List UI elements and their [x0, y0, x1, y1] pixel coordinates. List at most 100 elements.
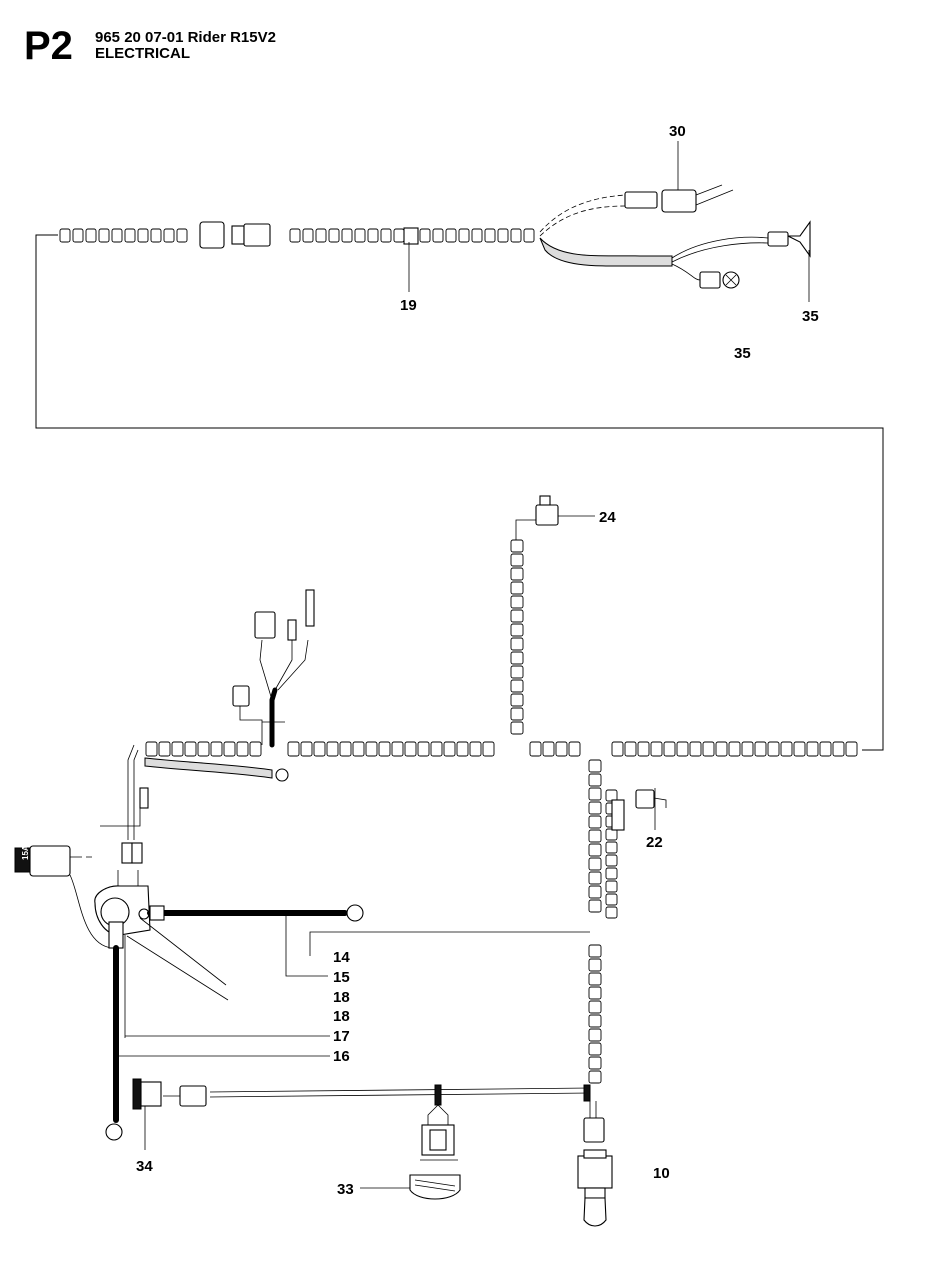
- sleeve-segment: [380, 228, 392, 243]
- part-24-switch: [535, 504, 559, 526]
- callout-15: 15: [333, 969, 350, 986]
- sleeve-segment: [430, 741, 443, 757]
- relay-housing: [29, 845, 71, 877]
- sleeve-segment: [365, 741, 378, 757]
- callout-10: 10: [653, 1165, 670, 1182]
- sleeve-segment: [419, 228, 431, 243]
- part-22-switch: [635, 789, 655, 809]
- part-34-indicator-bezel: [132, 1078, 142, 1110]
- upper-harness-sleeve-left: [59, 228, 188, 243]
- routing-line: [35, 234, 884, 751]
- callout-17: 17: [333, 1028, 350, 1045]
- sleeve-segment: [326, 741, 339, 757]
- sleeve-segment: [469, 741, 482, 757]
- sleeve-segment: [588, 843, 602, 857]
- model-title: 965 20 07-01 Rider R15V2: [95, 29, 276, 46]
- sleeve-segment: [588, 1056, 602, 1070]
- sleeve-segment: [588, 1014, 602, 1028]
- callout-34: 34: [136, 1158, 153, 1175]
- branch-connector-a: [254, 611, 276, 639]
- sleeve-segment: [605, 906, 618, 919]
- sleeve-segment: [555, 741, 568, 757]
- negative-ring-terminal: [105, 1123, 123, 1141]
- sleeve-segment: [354, 228, 366, 243]
- sleeve-segment: [510, 623, 524, 637]
- callout-18-b: 18: [333, 1008, 350, 1025]
- callout-33: 33: [337, 1181, 354, 1198]
- part-34-connector: [179, 1085, 207, 1107]
- sleeve-segment: [588, 759, 602, 773]
- callout-24: 24: [599, 509, 616, 526]
- left-assembly: 15A: [14, 744, 364, 1141]
- sleeve-segment: [236, 741, 249, 757]
- sleeve-segment: [605, 828, 618, 841]
- sleeve-segment: [445, 228, 457, 243]
- sleeve-segment: [163, 228, 175, 243]
- sleeve-segment: [588, 1042, 602, 1056]
- page-code: P2: [24, 24, 73, 68]
- sleeve-segment: [150, 228, 162, 243]
- sleeve-segment: [542, 741, 555, 757]
- sleeve-segment: [443, 741, 456, 757]
- sleeve-segment: [510, 665, 524, 679]
- sleeve-segment: [111, 228, 123, 243]
- upper-connector-plug: [231, 225, 245, 245]
- callout-35-b: 35: [734, 345, 751, 362]
- branch-plug-d: [232, 685, 250, 707]
- main-harness-sleeve: [145, 741, 858, 757]
- sleeve-segment: [287, 741, 300, 757]
- sleeve-segment: [588, 958, 602, 972]
- fuse-label: 15A: [21, 845, 30, 860]
- sleeve-segment: [588, 899, 602, 913]
- sleeve-segment: [72, 228, 84, 243]
- upper-connector-female: [199, 221, 225, 249]
- sleeve-segment: [391, 741, 404, 757]
- sleeve-segment: [456, 741, 469, 757]
- sleeve-segment: [510, 595, 524, 609]
- sleeve-segment: [588, 815, 602, 829]
- braided-sleeve-35: [539, 237, 673, 267]
- sleeve-segment: [510, 553, 524, 567]
- section-title: ELECTRICAL: [95, 45, 190, 62]
- sleeve-segment: [611, 741, 624, 757]
- sleeve-segment: [510, 651, 524, 665]
- sleeve-segment: [568, 741, 581, 757]
- sleeve-segment: [780, 741, 793, 757]
- branch-connector-b: [287, 619, 297, 641]
- sleeve-segment: [137, 228, 149, 243]
- part-10-connector: [583, 1117, 605, 1143]
- sleeve-segment: [341, 228, 353, 243]
- sleeve-segment: [510, 679, 524, 693]
- sleeve-segment: [432, 228, 444, 243]
- braided-ground-lead: [144, 757, 273, 779]
- callout-22: 22: [646, 834, 663, 851]
- sleeve-segment: [404, 741, 417, 757]
- branch-24-sleeve: [510, 539, 524, 735]
- sleeve-segment: [689, 741, 702, 757]
- sleeve-segment: [223, 741, 236, 757]
- sleeve-segment: [588, 871, 602, 885]
- sleeve-segment: [510, 228, 522, 243]
- sleeve-segment: [588, 857, 602, 871]
- sleeve-segment: [510, 581, 524, 595]
- ground-ring-terminal: [275, 768, 289, 782]
- part-35-bulb-connector-b: [699, 271, 721, 289]
- callout-19: 19: [400, 297, 417, 314]
- callout-35-a: 35: [802, 308, 819, 325]
- branch-connector-c: [305, 589, 315, 627]
- sleeve-segment: [715, 741, 728, 757]
- sleeve-segment: [510, 637, 524, 651]
- sleeve-segment: [588, 972, 602, 986]
- sleeve-segment: [819, 741, 832, 757]
- sleeve-segment: [588, 1028, 602, 1042]
- branch-30-dashed: [539, 194, 626, 233]
- part-34-indicator: [140, 1081, 162, 1107]
- sleeve-segment: [510, 707, 524, 721]
- sleeve-segment: [529, 741, 542, 757]
- lower-harness: [132, 1078, 613, 1227]
- callout-14: 14: [333, 949, 350, 966]
- sleeve-segment: [605, 867, 618, 880]
- part-35-bulb-a: [787, 220, 811, 258]
- sleeve-segment: [210, 741, 223, 757]
